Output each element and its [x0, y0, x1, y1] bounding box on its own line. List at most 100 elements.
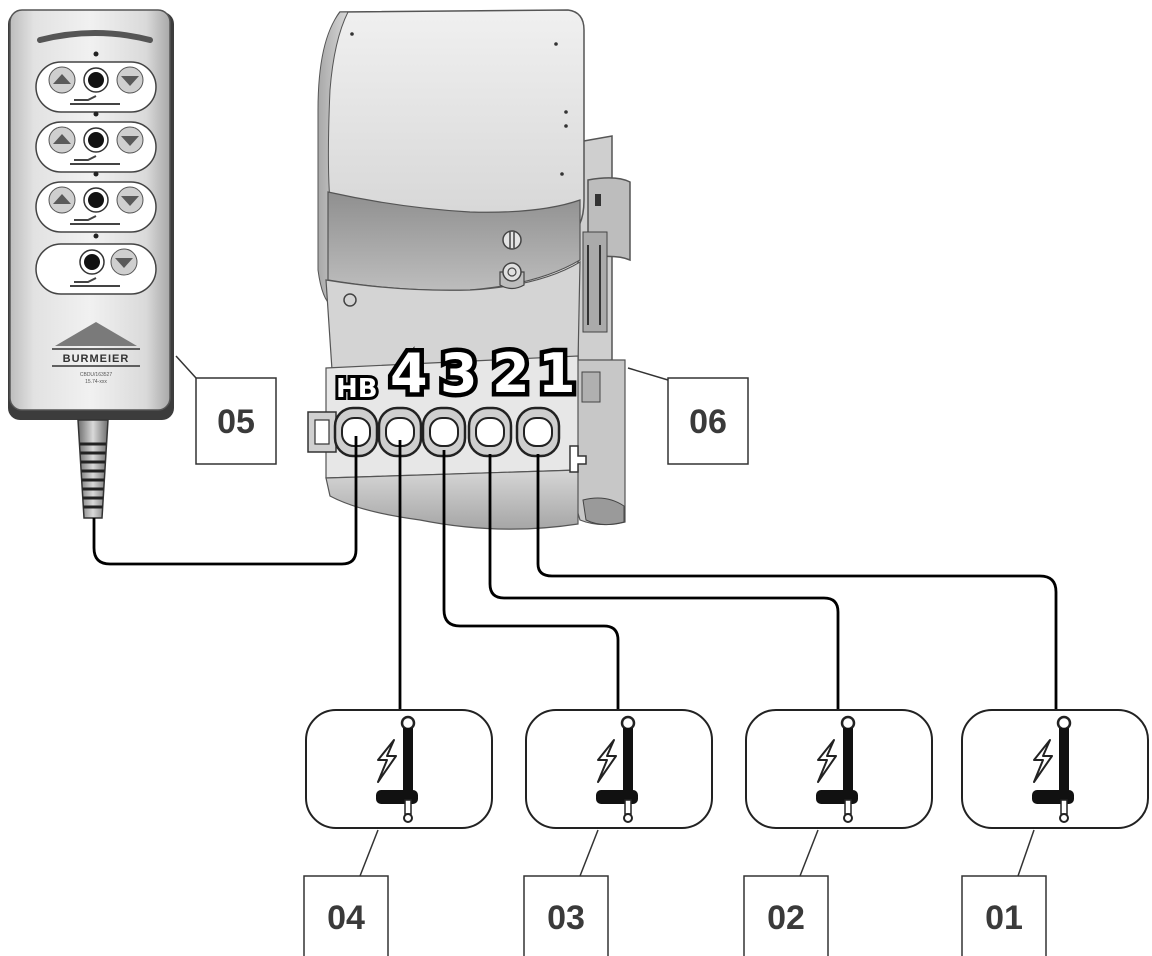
lightning-icon: [1033, 739, 1053, 783]
motors: [305, 709, 1149, 829]
callout-box-06: [667, 377, 749, 465]
cables: [92, 436, 1058, 710]
lightning-icon: [597, 739, 617, 783]
actuator-rod: [844, 799, 852, 815]
down-arrow-icon: [115, 258, 133, 268]
port-socket[interactable]: [333, 406, 379, 458]
side-switch: [581, 371, 601, 403]
actuator-icon: [596, 715, 638, 823]
port-socket[interactable]: [515, 406, 561, 458]
indicator-dot: [93, 233, 99, 239]
control-box: HB 4 3 2 1: [307, 9, 631, 530]
actuator-eye: [620, 715, 636, 731]
release-knob-center: [507, 267, 517, 277]
bed-pictogram-icon: [70, 277, 120, 287]
keypad-row: [35, 233, 157, 295]
callout-motor-4: 04: [303, 829, 389, 956]
bracket-slot: [595, 194, 601, 206]
port-sockets: [333, 406, 561, 458]
keypad-row: [35, 111, 157, 173]
rivet: [350, 32, 354, 36]
rivet: [554, 42, 558, 46]
up-arrow-icon: [53, 194, 71, 204]
callout-box: [303, 875, 389, 956]
actuator-rod-eye: [403, 813, 413, 823]
socket-opening: [429, 417, 459, 447]
down-arrow-icon: [121, 76, 139, 86]
motor-box: [961, 709, 1149, 829]
hand-control-top-grip: [37, 30, 153, 43]
port-label-1: 1: [538, 342, 576, 405]
bed-pictogram-icon: [70, 215, 120, 225]
cable-clip-slot: [314, 419, 330, 445]
actuator-rod: [624, 799, 632, 815]
callout-leader: [579, 829, 599, 877]
down-arrow-icon: [121, 136, 139, 146]
motor-box: [525, 709, 713, 829]
bracket-hinge: [582, 231, 608, 333]
motor-1: [961, 709, 1149, 829]
callout-box: [961, 875, 1047, 956]
actuator-tube: [623, 728, 633, 794]
port-socket[interactable]: [421, 406, 467, 458]
motor-box: [745, 709, 933, 829]
stop-button-icon: [88, 72, 104, 88]
port-socket[interactable]: [467, 406, 513, 458]
screw-hole: [343, 293, 357, 307]
fuse-icon: [502, 230, 522, 250]
indicator-dot: [93, 51, 99, 57]
cable-motor-3: [442, 450, 620, 710]
actuator-tube: [403, 728, 413, 794]
callout-label-05: 05: [217, 403, 255, 441]
actuator-tube: [843, 728, 853, 794]
stop-button-icon: [88, 192, 104, 208]
actuator-tube: [1059, 728, 1069, 794]
indicator-dot: [93, 111, 99, 117]
stop-button-icon: [84, 254, 100, 270]
port-label-4: 4: [390, 342, 428, 405]
callout-label: 03: [547, 899, 585, 937]
lock-icon: [569, 445, 587, 473]
burmeier-logo-icon: [55, 322, 137, 346]
brand-name: BURMEIER: [63, 353, 130, 365]
motor-3: [525, 709, 713, 829]
up-arrow-icon: [53, 134, 71, 144]
actuator-icon: [816, 715, 858, 823]
callout-label: 02: [767, 899, 805, 937]
port-label-hb: HB: [336, 374, 378, 404]
callouts: 05 06 04 03 02 01: [175, 355, 1047, 956]
actuator-icon: [1032, 715, 1074, 823]
lightning-icon: [817, 739, 837, 783]
actuator-eye: [1056, 715, 1072, 731]
callout-leader-05: [175, 355, 197, 379]
actuator-rod: [1060, 799, 1068, 815]
actuator-rod: [404, 799, 412, 815]
bed-pictogram-icon: [70, 155, 120, 165]
callout-motor-3: 03: [523, 829, 609, 956]
stop-button-icon: [88, 132, 104, 148]
model-sub: 15.74-xxx: [85, 379, 107, 385]
callout-box: [523, 875, 609, 956]
rivet: [564, 124, 568, 128]
callout-label-06: 06: [689, 403, 727, 441]
port-label-3: 3: [440, 342, 478, 405]
callout-motor-2: 02: [743, 829, 829, 956]
up-arrow-icon: [53, 74, 71, 84]
callout-label: 04: [327, 899, 365, 937]
actuator-icon: [376, 715, 418, 823]
indicator-dot: [93, 171, 99, 177]
keypad: [35, 51, 157, 295]
callout-leader: [799, 829, 819, 877]
strain-relief-ribs: [80, 442, 106, 509]
control-box-base: [325, 469, 579, 530]
bed-pictogram-icon: [70, 95, 120, 105]
socket-opening: [523, 417, 553, 447]
callout-leader: [1017, 829, 1035, 877]
callout-box-05: [195, 377, 277, 465]
actuator-rod-eye: [843, 813, 853, 823]
socket-opening: [475, 417, 505, 447]
callout-label: 01: [985, 899, 1023, 937]
cable-hand-control: [92, 436, 358, 566]
motor-4: [305, 709, 493, 829]
